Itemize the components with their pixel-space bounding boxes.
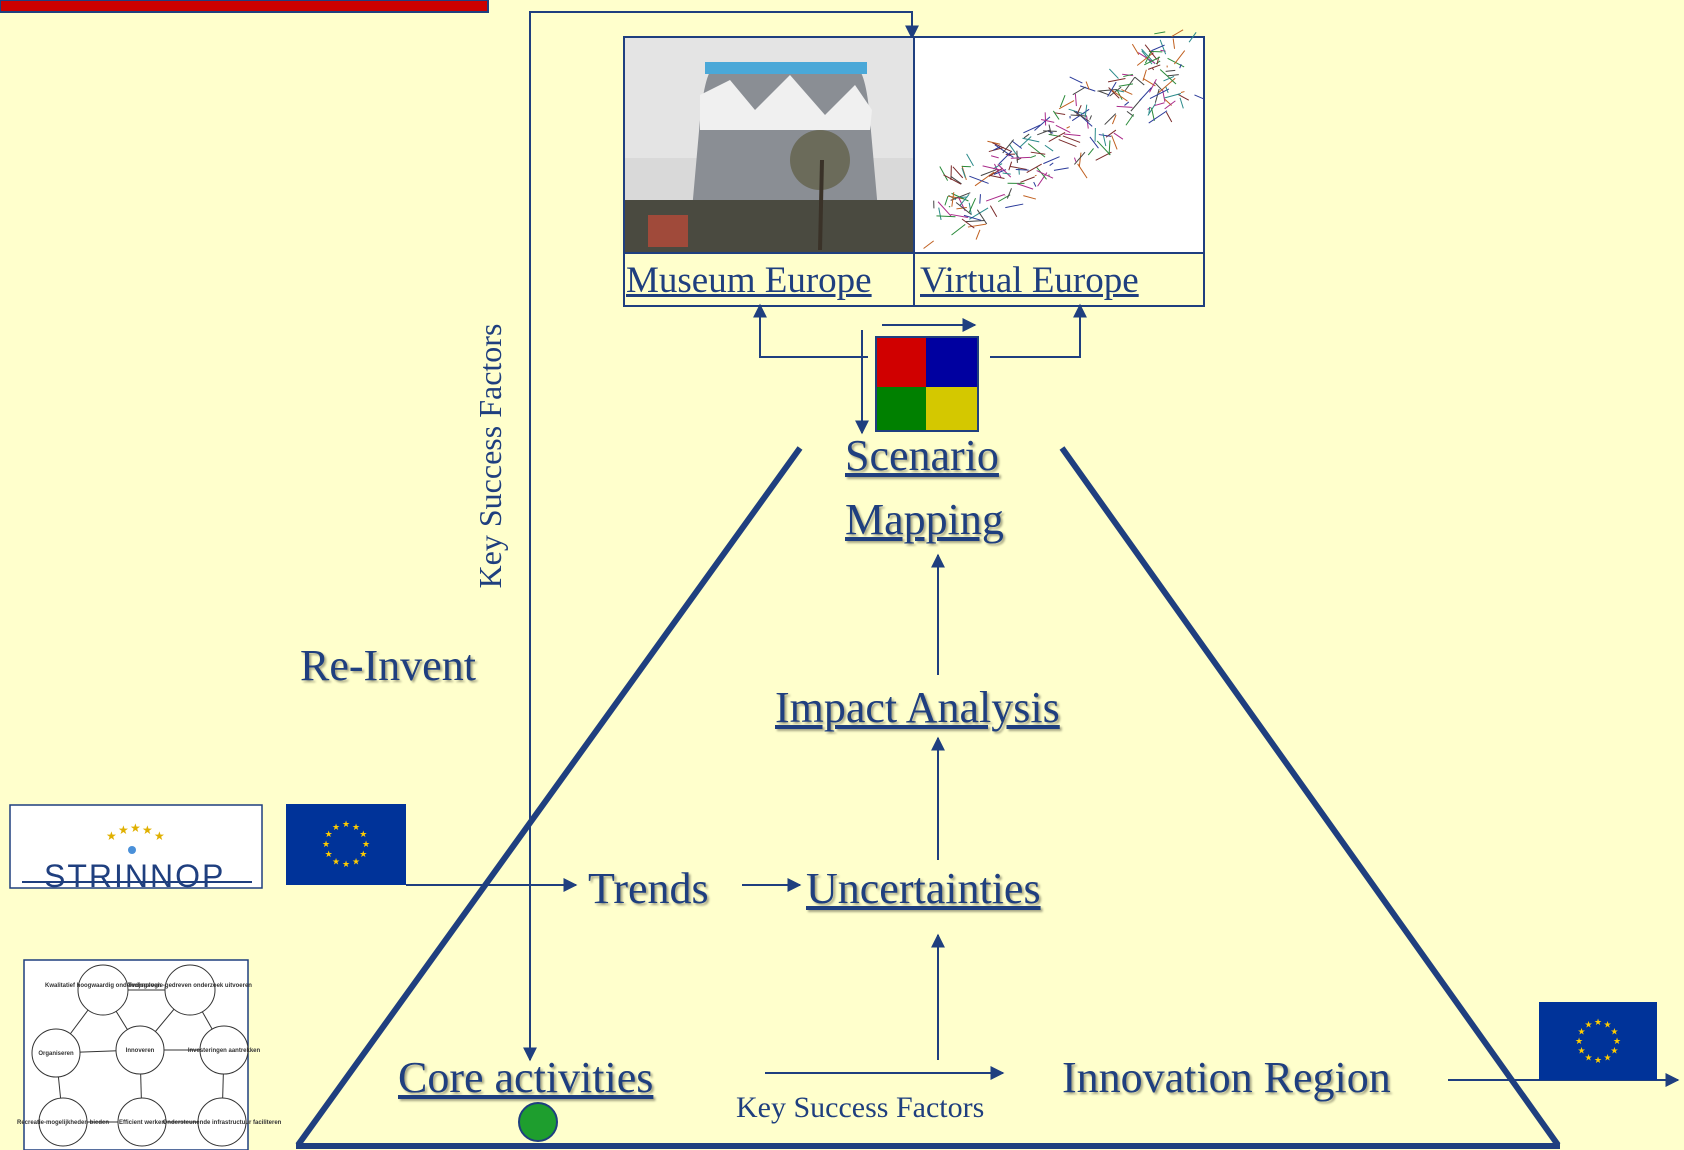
virtual-europe-link[interactable]: Virtual Europe	[920, 260, 1139, 301]
innovation-region-label: Innovation Region	[1062, 1053, 1391, 1102]
eu-star-icon: ★	[352, 857, 360, 867]
eu-star-icon: ★	[342, 820, 350, 830]
eu-star-icon: ★	[1610, 1028, 1618, 1038]
eu-star-icon: ★	[352, 823, 360, 833]
eu-star-icon: ★	[325, 830, 333, 840]
svg-text:★: ★	[142, 823, 153, 837]
svg-text:★: ★	[118, 823, 129, 837]
key-success-factors-bottom: Key Success Factors	[736, 1091, 985, 1124]
network-graph-strokes	[923, 29, 1205, 249]
svg-text:★: ★	[130, 821, 141, 835]
eu-flag-right: ★★★★★★★★★★★★	[1539, 1002, 1657, 1080]
network-node-label: Recreatie-mogelijkheden bieden	[17, 1120, 109, 1126]
eu-star-icon: ★	[1613, 1037, 1621, 1047]
network-node-label: Organiseren	[38, 1051, 74, 1057]
activity-network-diagram: Kwalitatief hoogwaardig onderwijsgeven T…	[17, 959, 282, 1150]
virtual-caption-box	[913, 252, 1205, 307]
quadrant-green	[876, 387, 926, 431]
green-dot	[518, 1102, 558, 1142]
svg-text:★: ★	[154, 829, 165, 843]
network-node-label: Technologie-gedreven onderzoek uitvoeren	[128, 983, 252, 989]
uncertainties-link[interactable]: Uncertainties	[806, 864, 1041, 913]
scenario-mapping-line1[interactable]: Scenario	[845, 431, 999, 480]
svg-text:★: ★	[106, 829, 117, 843]
eu-star-icon: ★	[1603, 1054, 1611, 1064]
scenario-mapping-line2[interactable]: Mapping	[845, 495, 1004, 544]
eu-star-icon: ★	[1603, 1021, 1611, 1031]
eu-star-icon: ★	[359, 830, 367, 840]
eu-star-icon: ★	[1610, 1047, 1618, 1057]
eu-star-icon: ★	[325, 850, 333, 860]
eu-star-icon: ★	[1594, 1056, 1602, 1066]
key-success-factors-vertical: Key Success Factors	[472, 323, 508, 589]
eu-star-icon: ★	[359, 850, 367, 860]
museum-europe-link[interactable]: Museum Europe	[626, 260, 872, 301]
eu-star-icon: ★	[1584, 1054, 1592, 1064]
arrow-to-virtual	[990, 303, 1087, 358]
eu-star-icon: ★	[322, 840, 330, 850]
re-invent-label: Re-Invent	[300, 641, 476, 690]
quadrant-red	[876, 337, 926, 387]
eu-star-icon: ★	[342, 860, 350, 870]
network-node-label: Ondersteunende infrastructuur facilitere…	[163, 1120, 282, 1126]
network-node-label: Innoveren	[126, 1048, 155, 1054]
quadrant-yellow	[926, 387, 978, 431]
eu-flag-left: ★★★★★★★★★★★★	[286, 804, 406, 885]
strinnop-logo: ★★★★★	[9, 804, 263, 889]
core-activities-link[interactable]: Core activities	[398, 1053, 654, 1102]
eu-star-icon: ★	[1584, 1021, 1592, 1031]
feedback-loop-arrow	[523, 11, 919, 1062]
trends-label: Trends	[588, 864, 709, 913]
scenario-quadrant-icon[interactable]	[875, 336, 979, 432]
eu-star-icon: ★	[1575, 1037, 1583, 1047]
eu-star-icon: ★	[332, 823, 340, 833]
red-header-bar	[0, 0, 489, 13]
arrow-to-museum	[753, 303, 868, 358]
network-node-label: Efficient werken	[119, 1120, 165, 1126]
network-node-label: Investeringen aantrekken	[188, 1048, 261, 1054]
network-node-label: Kwalitatief hoogwaardig onderwijsgeven	[45, 983, 161, 989]
eu-star-icon: ★	[1578, 1047, 1586, 1057]
eu-star-icon: ★	[1594, 1018, 1602, 1028]
eu-star-icon: ★	[332, 857, 340, 867]
eu-star-icon: ★	[1578, 1028, 1586, 1038]
museum-image[interactable]	[623, 36, 915, 254]
eu-star-icon: ★	[362, 840, 370, 850]
impact-analysis-link[interactable]: Impact Analysis	[775, 683, 1060, 732]
strinnop-logo-text: STRINNOP	[44, 858, 226, 894]
quadrant-blue	[926, 337, 978, 387]
